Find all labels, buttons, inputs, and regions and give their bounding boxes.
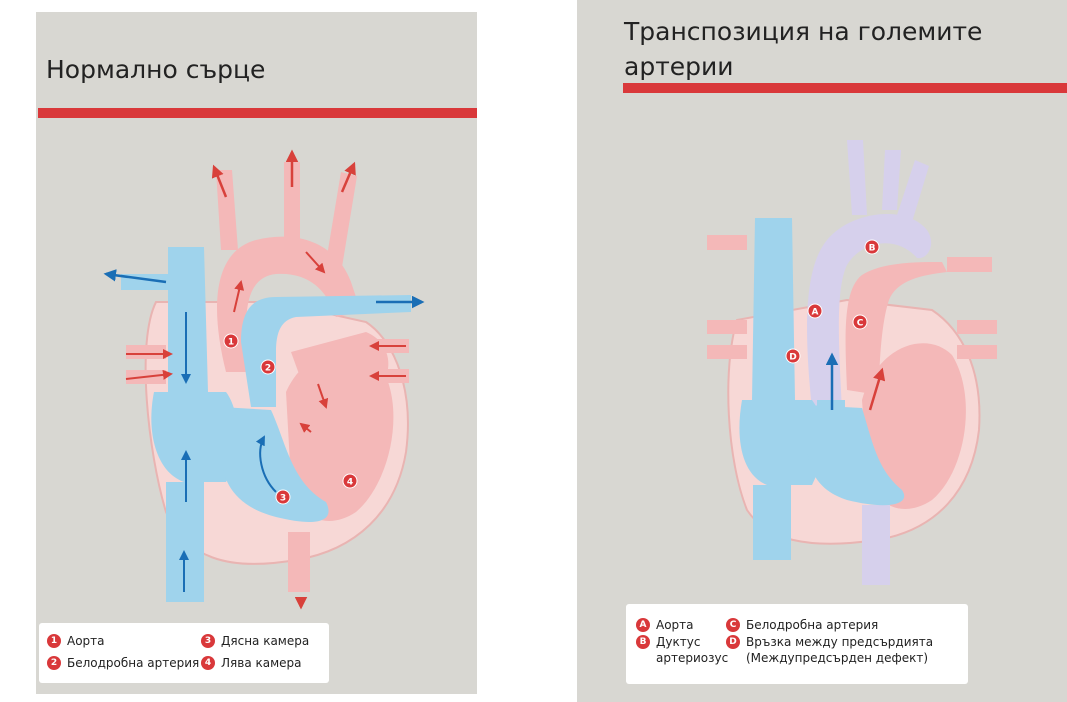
normal-heart-diagram: 1 2 3 4 (36, 12, 477, 694)
legend-label: Връзка между предсърдията (Междупредсърд… (746, 634, 933, 666)
tga-heart-diagram: A B C D (577, 0, 1067, 702)
svg-text:D: D (789, 353, 796, 363)
legend-item: C Белодробна артерия (726, 617, 878, 633)
marker-4: 4 (343, 474, 357, 488)
legend-label: Дуктус артериозус (656, 634, 728, 666)
aorta-branch (897, 160, 929, 222)
svg-text:1: 1 (228, 338, 234, 348)
legend: A Аорта B Дуктус артериозус C Белодробна ар… (626, 604, 968, 684)
legend-badge: 2 (47, 656, 61, 670)
legend-item: B Дуктус артериозус (636, 634, 728, 666)
legend-label: Аорта (656, 617, 694, 633)
marker-b: B (865, 240, 879, 254)
vena-cava (168, 247, 208, 392)
legend-item: 2 Белодробна артерия (47, 655, 199, 671)
pulmonary-vein (126, 345, 166, 359)
legend-item: 1 Аорта (47, 633, 105, 649)
aorta-branch (882, 150, 901, 210)
legend: 1 Аорта 2 Белодробна артерия 3 Дясна камера… (39, 623, 329, 683)
svg-text:C: C (857, 319, 864, 329)
legend-label: Белодробна артерия (67, 655, 199, 671)
vena-cava (752, 218, 795, 400)
legend-badge: D (726, 635, 740, 649)
legend-label: Аорта (67, 633, 105, 649)
marker-a: A (808, 304, 822, 318)
marker-1: 1 (224, 334, 238, 348)
pulmonary-vein (957, 320, 997, 334)
legend-item: A Аорта (636, 617, 694, 633)
pulmonary-vein (957, 345, 997, 359)
inferior-vena-cava (753, 485, 791, 560)
legend-item: D Връзка между предсърдията (Междупредсър… (726, 634, 933, 666)
tga-heart-panel: Транспозиция на големите артерии (577, 0, 1067, 702)
svg-text:A: A (812, 308, 819, 318)
pulmonary-vein (707, 345, 747, 359)
svg-text:2: 2 (265, 364, 271, 374)
legend-label: Дясна камера (221, 633, 309, 649)
svg-text:B: B (869, 244, 876, 254)
legend-item: 4 Лява камера (201, 655, 302, 671)
descending-aorta (862, 505, 890, 585)
normal-heart-panel: Нормално сърце (36, 12, 477, 694)
legend-badge: C (726, 618, 740, 632)
marker-2: 2 (261, 360, 275, 374)
legend-item: 3 Дясна камера (201, 633, 309, 649)
legend-badge: 4 (201, 656, 215, 670)
legend-badge: 1 (47, 634, 61, 648)
aorta-branch (847, 140, 867, 215)
svg-text:4: 4 (347, 478, 353, 488)
legend-badge: B (636, 635, 650, 649)
marker-d: D (786, 349, 800, 363)
legend-badge: 3 (201, 634, 215, 648)
marker-3: 3 (276, 490, 290, 504)
legend-label: Лява камера (221, 655, 302, 671)
svg-text:3: 3 (280, 494, 286, 504)
pulmonary-vein (707, 320, 747, 334)
legend-label: Белодробна артерия (746, 617, 878, 633)
pulmonary-vein (947, 257, 992, 272)
legend-badge: A (636, 618, 650, 632)
marker-c: C (853, 315, 867, 329)
descending-aorta (288, 532, 310, 592)
pulmonary-vein (707, 235, 747, 250)
